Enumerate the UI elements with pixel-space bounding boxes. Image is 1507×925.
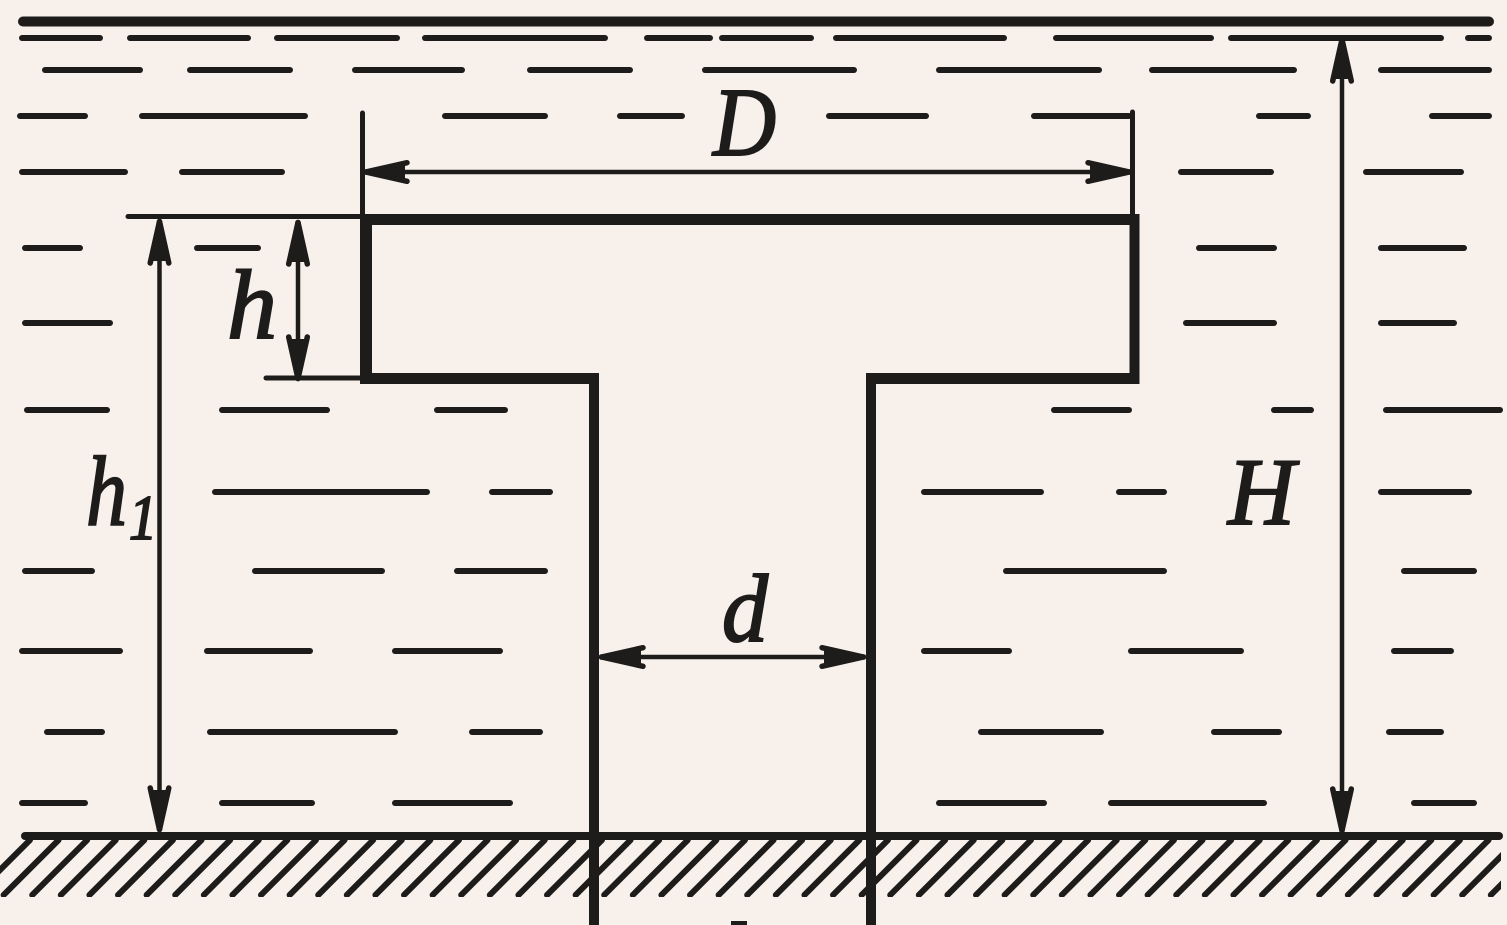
svg-text:d: d	[722, 555, 769, 662]
svg-text:h: h	[227, 251, 277, 360]
svg-text:h: h	[86, 436, 127, 547]
svg-text:H: H	[1226, 439, 1299, 545]
svg-text:D: D	[711, 69, 776, 176]
svg-text:1: 1	[129, 483, 157, 553]
